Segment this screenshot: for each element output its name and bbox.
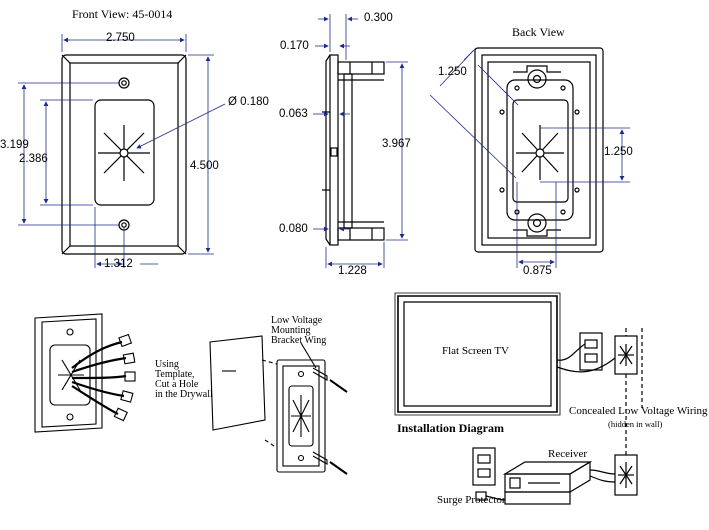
front-view-title: Front View: 45-0014 [72, 7, 173, 21]
surge-protector-label: Surge Protector [437, 494, 506, 506]
step1-line-3: Cut a Hole [155, 379, 199, 390]
front-width-dim: 2.750 [106, 32, 135, 44]
back-corner-dim: 1.250 [438, 66, 467, 78]
installation-diagram-drawing [394, 292, 643, 505]
step1-line-4: in the Drywall [155, 389, 213, 400]
step1-line-1: Using [155, 359, 179, 370]
wiring-label: Concealed Low Voltage Wiring [569, 405, 708, 417]
step2-line-1: Low Voltage [271, 315, 323, 326]
side-view-dimensions [313, 14, 408, 268]
back-brush-slits [516, 125, 564, 180]
tv-label: Flat Screen TV [442, 345, 510, 357]
step2-line-3: Bracket Wing [271, 335, 327, 346]
back-view-title: Back View [512, 25, 565, 39]
front-height-dim: 4.500 [190, 160, 219, 172]
wiring-sublabel: (hidden in wall) [608, 419, 663, 429]
front-opening-offset-dim: 1.312 [104, 258, 133, 270]
side-body-depth-dim: 1.228 [338, 265, 367, 277]
side-view-drawing [322, 54, 385, 246]
back-opening-width-dim: 0.875 [523, 265, 552, 277]
side-overall-height-dim: 3.967 [382, 138, 411, 150]
side-flange-dim: 0.170 [280, 40, 309, 52]
back-view-drawing [474, 47, 604, 253]
receiver-label: Receiver [548, 448, 588, 460]
step1-line-2: Template, [155, 369, 195, 380]
front-view-drawing [61, 54, 187, 255]
front-opening-height-dim: 2.386 [19, 153, 48, 165]
step2-label: Low Voltage Mounting Bracket Wing [271, 316, 326, 346]
side-wing-top-dim: 0.063 [279, 108, 308, 120]
cable-plate-illustration [34, 313, 136, 433]
front-view-dimensions [18, 34, 226, 268]
step2-line-2: Mounting [271, 325, 311, 336]
step1-label: Using Template, Cut a Hole in the Drywal… [155, 360, 213, 400]
side-wing-bottom-dim: 0.080 [279, 223, 308, 235]
back-opening-height-dim: 1.250 [604, 146, 633, 158]
installation-diagram-title: Installation Diagram [397, 421, 505, 435]
front-brush-slits [98, 125, 150, 181]
side-depth-dim: 0.300 [364, 12, 393, 24]
front-hole-spacing-dim: 3.199 [0, 139, 29, 151]
back-view-dimensions [429, 47, 630, 268]
drywall-mount-illustration [209, 335, 348, 475]
front-hole-diameter-dim: Ø 0.180 [228, 96, 269, 108]
